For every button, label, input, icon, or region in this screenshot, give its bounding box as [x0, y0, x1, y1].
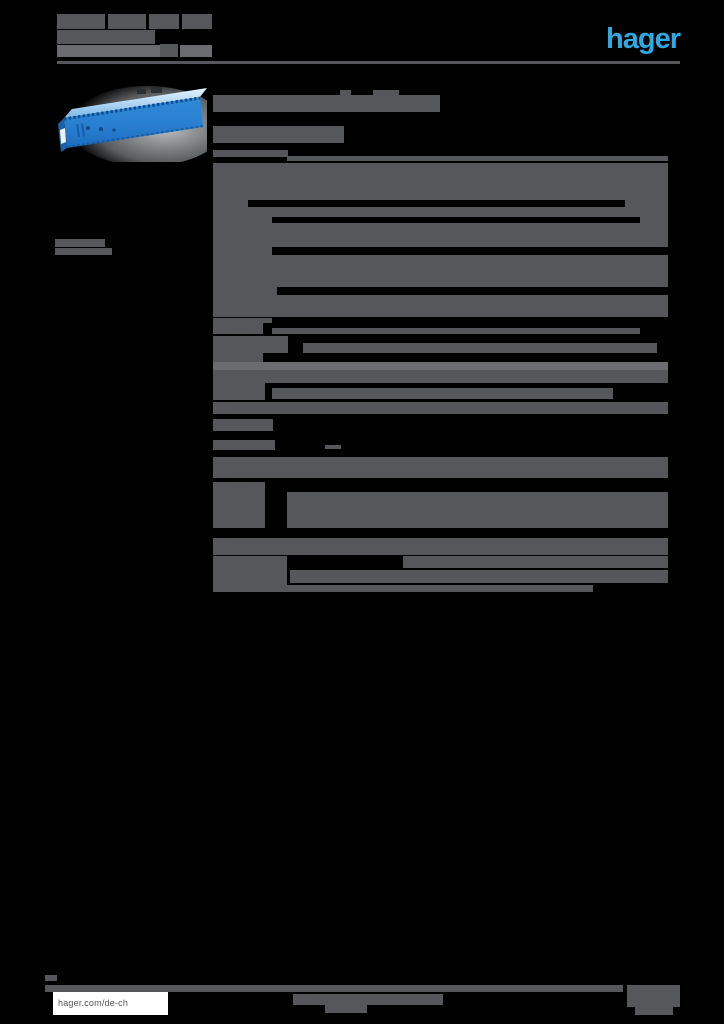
redacted-text-bar: [625, 200, 668, 207]
redacted-text-bar: [272, 388, 613, 399]
redacted-text-bar: [287, 585, 593, 592]
redacted-text-bar: [45, 985, 623, 992]
redacted-text-bar: [213, 207, 668, 217]
redacted-text-bar: [213, 370, 668, 383]
redacted-text-bar: [213, 217, 272, 223]
redacted-text-bar: [213, 419, 273, 431]
cable-trunking-photo-icon: [58, 86, 225, 166]
redacted-text-bar: [213, 163, 668, 200]
redacted-text-bar: [213, 126, 344, 143]
footer-url-text: hager.com/de-ch: [58, 998, 129, 1008]
redacted-text-bar: [325, 1005, 367, 1013]
redacted-text-bar: [213, 457, 668, 478]
redacted-text-bar: [213, 95, 440, 112]
redacted-text-bar: [180, 45, 212, 57]
header-divider: [57, 61, 680, 64]
redacted-text-bar: [57, 30, 155, 44]
redacted-text-bar: [272, 328, 640, 334]
redacted-text-bar: [373, 90, 399, 96]
redacted-text-bar: [213, 336, 288, 353]
redacted-text-bar: [627, 985, 680, 1007]
hager-logo: hager: [606, 23, 681, 55]
redacted-text-bar: [55, 239, 105, 247]
redacted-text-bar: [290, 570, 668, 583]
redacted-text-bar: [213, 440, 275, 450]
redacted-text-bar: [325, 445, 341, 449]
redacted-text-bar: [213, 402, 668, 414]
redacted-text-bar: [340, 90, 351, 96]
redacted-text-bar: [213, 323, 263, 334]
redacted-text-bar: [213, 538, 668, 555]
redacted-text-bar: [287, 492, 668, 528]
redacted-text-bar: [213, 383, 265, 400]
redacted-text-bar: [57, 45, 161, 57]
redacted-text-bar: [403, 556, 668, 568]
redacted-text-bar: [213, 353, 263, 362]
redacted-text-bar: [213, 247, 272, 255]
redacted-text-bar: [182, 14, 212, 29]
redacted-text-bar: [303, 343, 657, 353]
redacted-text-bar: [108, 14, 146, 29]
redacted-text-bar: [640, 217, 668, 223]
redacted-text-bar: [635, 1007, 673, 1015]
product-image: [55, 84, 225, 166]
redacted-text-bar: [287, 156, 668, 161]
footer-url-box[interactable]: hager.com/de-ch: [53, 992, 168, 1015]
redacted-text-bar: [213, 150, 288, 157]
redacted-text-bar: [45, 975, 57, 981]
redacted-text-bar: [213, 200, 248, 207]
redacted-text-bar: [213, 223, 668, 247]
redacted-text-bar: [213, 556, 287, 592]
redacted-text-bar: [213, 287, 277, 295]
redacted-text-bar: [213, 362, 668, 370]
redacted-text-bar: [213, 295, 668, 317]
redacted-text-bar: [160, 44, 178, 57]
redacted-text-bar: [149, 14, 179, 29]
redacted-text-bar: [213, 255, 668, 287]
redacted-text-bar: [57, 14, 105, 29]
redacted-text-bar: [55, 248, 112, 255]
redacted-text-bar: [213, 482, 265, 528]
redacted-text-bar: [213, 318, 272, 323]
redacted-text-bar: [293, 994, 443, 1005]
